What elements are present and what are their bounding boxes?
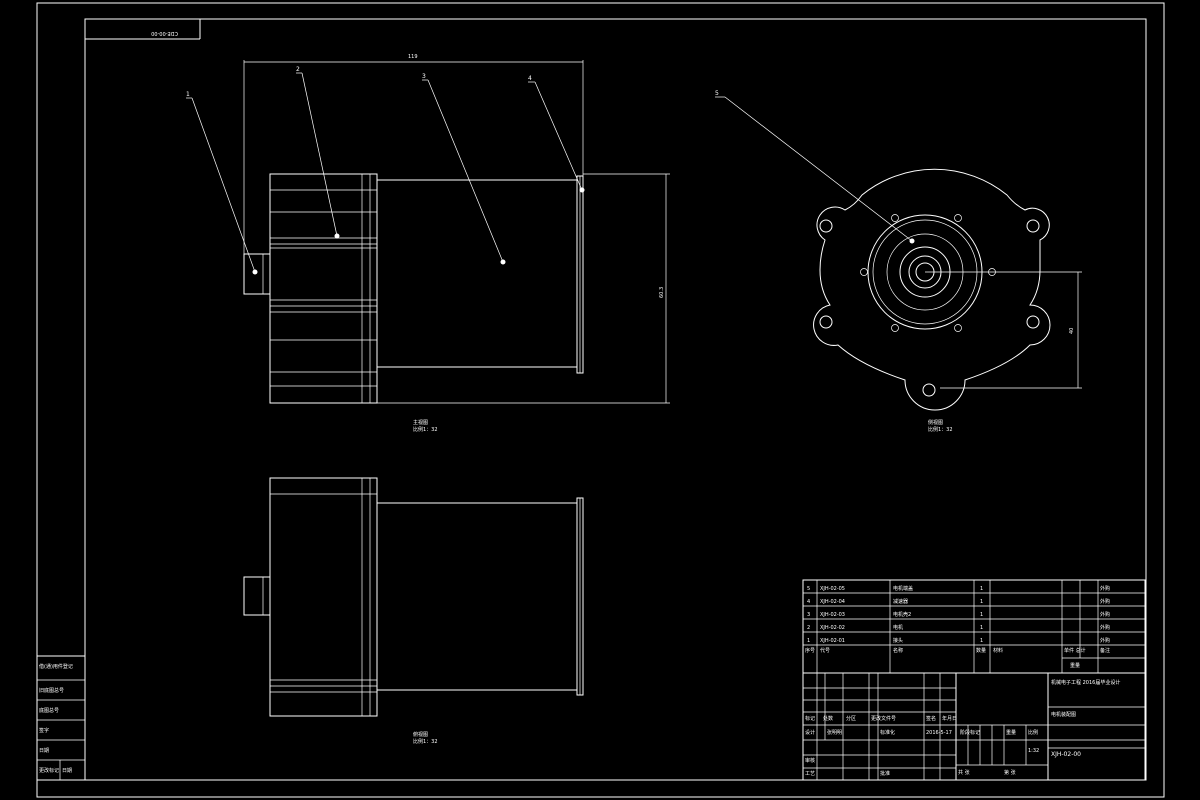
stamp-row-2: 旧底图总号 <box>39 687 64 694</box>
bom-row-name: 电机壳2 <box>893 611 911 618</box>
balloon-2: 2 <box>296 66 300 73</box>
bom-row-qty: 1 <box>980 625 983 631</box>
tb-date1: 2016-5-17 <box>926 730 952 736</box>
tb-change-doc: 更改文件号 <box>871 715 896 722</box>
bom-header-qty: 数量 <box>976 647 986 654</box>
tb-date-label: 年月日 <box>942 715 957 722</box>
tb-process: 工艺 <box>805 771 815 777</box>
tb-sign: 签名 <box>926 715 936 722</box>
bom-row-name: 电机端盖 <box>893 585 913 592</box>
tb-stage-label: 阶段标记 <box>960 729 980 736</box>
front-view-caption-2: 比例1：32 <box>413 426 438 433</box>
top-left-code-box: СDE-00-00 <box>85 19 201 40</box>
bom-row-remark: 外购 <box>1100 598 1110 605</box>
tb-zone: 分区 <box>846 715 856 722</box>
bom-row-code: XJH-02-05 <box>820 586 845 592</box>
bom-row-name: 接头 <box>893 637 903 644</box>
bom-row-no: 5 <box>807 586 810 592</box>
bom-header-weight2: 重量 <box>1070 662 1080 669</box>
bom-row-no: 2 <box>807 625 810 631</box>
tb-sheets: 共 张 <box>958 769 970 776</box>
top-left-code: СDE-00-00 <box>151 30 178 36</box>
left-stamp-column: 借(通)用件登记 旧底图总号 底图总号 签字 日期 更改标记 日期 <box>36 655 86 781</box>
bom-row-code: XJH-02-03 <box>820 612 845 618</box>
bom-header-code: 代号 <box>820 647 830 654</box>
balloon-3: 3 <box>422 73 426 80</box>
inner-drawing-frame <box>84 18 1147 781</box>
tb-sheet: 第 张 <box>1004 769 1016 776</box>
bom-row-code: XJH-02-04 <box>820 599 845 605</box>
bom-row-qty: 1 <box>980 612 983 618</box>
side-view-caption-2: 比例1：32 <box>928 426 953 433</box>
leader-dot-2 <box>334 233 340 239</box>
tb-drawing-name: 电机装配图 <box>1051 711 1076 718</box>
stamp-row-5: 日期 <box>39 748 49 754</box>
tb-design-name: 张明明 <box>827 729 842 736</box>
front-view: 119 60.3 1 2 3 4 主视图 比例1：32 <box>186 54 670 433</box>
tb-weight-label: 重量 <box>1006 729 1016 736</box>
bom-header-material: 材料 <box>993 647 1003 654</box>
bom-header-weight: 单件 总计 <box>1064 647 1086 654</box>
leader-dot-1 <box>252 269 258 275</box>
leader-dot-5 <box>909 238 915 244</box>
balloon-5: 5 <box>715 90 719 97</box>
tb-count: 处数 <box>823 715 833 722</box>
lower-view-caption-2: 比例1：32 <box>413 738 438 745</box>
bom-header-no: 序号 <box>805 647 815 654</box>
leader-dot-4 <box>579 187 585 193</box>
stamp-bottom-2: 日期 <box>62 768 72 774</box>
dim-height: 60.3 <box>659 287 665 298</box>
tb-mark: 标记 <box>805 715 815 722</box>
dim-bolt-offset: 40 <box>1069 328 1075 334</box>
bom-row-qty: 1 <box>980 586 983 592</box>
bom-row-no: 3 <box>807 612 810 618</box>
lower-view-caption-1: 俯视图 <box>413 731 428 738</box>
bom-row-code: XJH-02-02 <box>820 625 845 631</box>
bom-row-qty: 1 <box>980 638 983 644</box>
bom-header-remark: 备注 <box>1100 647 1110 654</box>
bom-row-name: 电机 <box>893 624 903 631</box>
tb-scale-value: 1:32 <box>1028 748 1039 754</box>
stamp-bottom-1: 更改标记 <box>39 767 59 774</box>
bom-header-name: 名称 <box>893 647 903 654</box>
tb-school: 机械电子工程 2016届毕业设计 <box>1051 679 1120 686</box>
stamp-row-4: 签字 <box>39 727 49 734</box>
dim-overall-length: 119 <box>408 54 418 60</box>
balloon-1: 1 <box>186 91 190 98</box>
tb-approve: 批准 <box>880 770 890 777</box>
bom-row-qty: 1 <box>980 599 983 605</box>
bom-row-name: 减速器 <box>893 598 908 605</box>
tb-design: 设计 <box>805 729 815 736</box>
tb-scale-label: 比例 <box>1028 729 1038 736</box>
lower-view: 俯视图 比例1：32 <box>243 477 584 745</box>
side-view: 5 40 侧视图 比例1：32 <box>715 90 1082 433</box>
bom-row-no: 4 <box>807 599 810 605</box>
bom-row-no: 1 <box>807 638 810 644</box>
balloon-4: 4 <box>528 75 532 82</box>
leader-dot-3 <box>500 259 506 265</box>
side-view-caption-1: 侧视图 <box>928 419 943 426</box>
tb-review: 审核 <box>805 757 815 764</box>
title-block: 标记 处数 分区 更改文件号 签名 年月日 设计 张明明 标准化 2016-5-… <box>802 672 1146 781</box>
tb-drawing-code: XJH-02-00 <box>1051 751 1081 758</box>
bom-row-remark: 外购 <box>1100 611 1110 618</box>
stamp-row-3: 底图总号 <box>39 707 59 714</box>
bom-row-remark: 外购 <box>1100 585 1110 592</box>
front-view-caption-1: 主视图 <box>413 419 428 426</box>
tb-standard: 标准化 <box>880 729 895 736</box>
bom-row-remark: 外购 <box>1100 624 1110 631</box>
stamp-row-1: 借(通)用件登记 <box>39 663 73 670</box>
outer-sheet-border <box>36 2 1165 798</box>
bom-row-remark: 外购 <box>1100 637 1110 644</box>
bom-row-code: XJH-02-01 <box>820 638 845 644</box>
